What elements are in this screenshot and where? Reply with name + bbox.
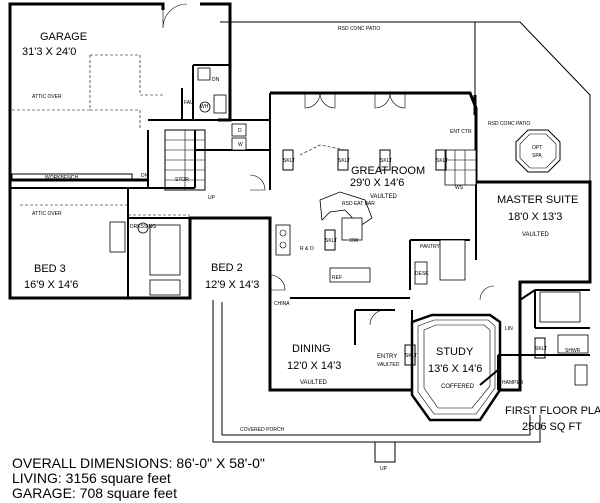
up-porch: UP (380, 466, 388, 472)
dressing-label: DRESSING (130, 224, 156, 230)
master-suite-dims: 18'0 X 13'3 (508, 211, 562, 223)
sklt-3: SKLT (380, 158, 392, 164)
bed2-dims: 12'9 X 14'3 (205, 279, 259, 291)
dining-note: VAULTED (300, 380, 327, 386)
room-labels: GARAGE 31'3 X 24'0 GREAT ROOM 29'0 X 14'… (22, 31, 578, 390)
ws-label: WS (455, 185, 464, 191)
shwr-label: SHWR (565, 348, 581, 354)
stairs (164, 129, 206, 191)
interior-walls (10, 64, 590, 390)
bed3-dims: 16'9 X 14'6 (24, 279, 78, 291)
great-room-dims: 29'0 X 14'6 (350, 177, 404, 189)
r-and-o: R & O (300, 246, 314, 252)
summary-block: OVERALL DIMENSIONS: 86'-0" X 58'-0" LIVI… (12, 455, 265, 501)
entry-note: VAULTED (377, 362, 400, 368)
kitchen (275, 191, 466, 285)
master-suite-note: VAULTED (522, 232, 549, 238)
great-room-name: GREAT ROOM (351, 165, 425, 177)
workbench-label: WORKBENCH (45, 175, 78, 181)
great-room-note: VAULTED (370, 194, 397, 200)
plan-title-block: FIRST FLOOR PLAN 2506 SQ FT (505, 405, 600, 433)
garage-dims: 31'3 X 24'0 (22, 46, 76, 58)
bed2-name: BED 2 (211, 262, 243, 274)
entry-name: ENTRY (377, 354, 397, 360)
wh-label: WH (200, 104, 209, 110)
hall-bath-fixtures (109, 221, 181, 296)
overall-dimensions: OVERALL DIMENSIONS: 86'-0" X 58'-0" (12, 455, 265, 471)
doors (162, 3, 495, 326)
opt-spa-1: OPT (532, 145, 542, 151)
study-note: COFFERED (441, 384, 475, 390)
dw-label: DW (350, 238, 359, 244)
study-name: STUDY (436, 346, 474, 358)
sklt-4: SKLT (436, 158, 448, 164)
d-label: D (238, 128, 242, 134)
hamper-label: HAMPER (502, 380, 524, 386)
garage-area: GARAGE: 708 square feet (12, 485, 177, 501)
dn-top: DN (212, 77, 220, 83)
sklt-5: SKLT (325, 238, 337, 244)
dining-dims: 12'0 X 14'3 (287, 360, 341, 372)
china-label: CHINA (274, 301, 290, 307)
skylights (282, 149, 546, 366)
fau-label: FAU (184, 100, 194, 106)
master-suite-name: MASTER SUITE (497, 194, 578, 206)
pantry-label: PANTRY (420, 244, 440, 250)
dining-name: DINING (292, 343, 331, 355)
plan-area: 2506 SQ FT (522, 421, 582, 433)
desk-label: DESK (415, 271, 429, 277)
bed3-name: BED 3 (34, 263, 66, 275)
opt-spa-2: SPA (532, 153, 542, 159)
attic-over-garage: ATTIC OVER (32, 94, 62, 100)
workbench (11, 173, 133, 181)
living-area: LIVING: 3156 square feet (12, 470, 171, 486)
dn-stair: DN (141, 173, 149, 179)
rsd-eat-bar: RSD EAT BAR (342, 201, 375, 207)
covered-porch: COVERED PORCH (240, 427, 285, 433)
stor-label: STOR (175, 177, 189, 183)
ent-ctr: ENT CTR (450, 129, 472, 135)
ws-grid (444, 149, 477, 186)
garage-bath-fixtures (197, 67, 247, 151)
rsd-patio-right: RSD CONC PATIO (488, 121, 530, 127)
w-label: W (238, 142, 243, 148)
study-bay (410, 313, 502, 422)
garage-name: GARAGE (40, 31, 87, 43)
small-labels: RSD CONC PATIO RSD CONC PATIO OPT SPA AT… (32, 26, 581, 472)
spa (515, 129, 561, 173)
study-dims: 13'6 X 14'6 (428, 363, 482, 375)
sklt-7: SKLT (535, 346, 547, 352)
rsd-patio-top: RSD CONC PATIO (338, 26, 380, 32)
sklt-1: SKLT (283, 158, 295, 164)
plan-title: FIRST FLOOR PLAN (505, 405, 600, 417)
patio-outlines (212, 21, 591, 463)
ref-label: REF (332, 275, 342, 281)
dashed-lines (10, 54, 346, 216)
sklt-6: SKLT (405, 353, 417, 359)
sklt-2: SKLT (338, 158, 350, 164)
up-stair: UP (208, 195, 216, 201)
lin-label: LIN (505, 326, 513, 332)
master-bath-walls (479, 289, 589, 386)
attic-over-bed: ATTIC OVER (32, 211, 62, 217)
